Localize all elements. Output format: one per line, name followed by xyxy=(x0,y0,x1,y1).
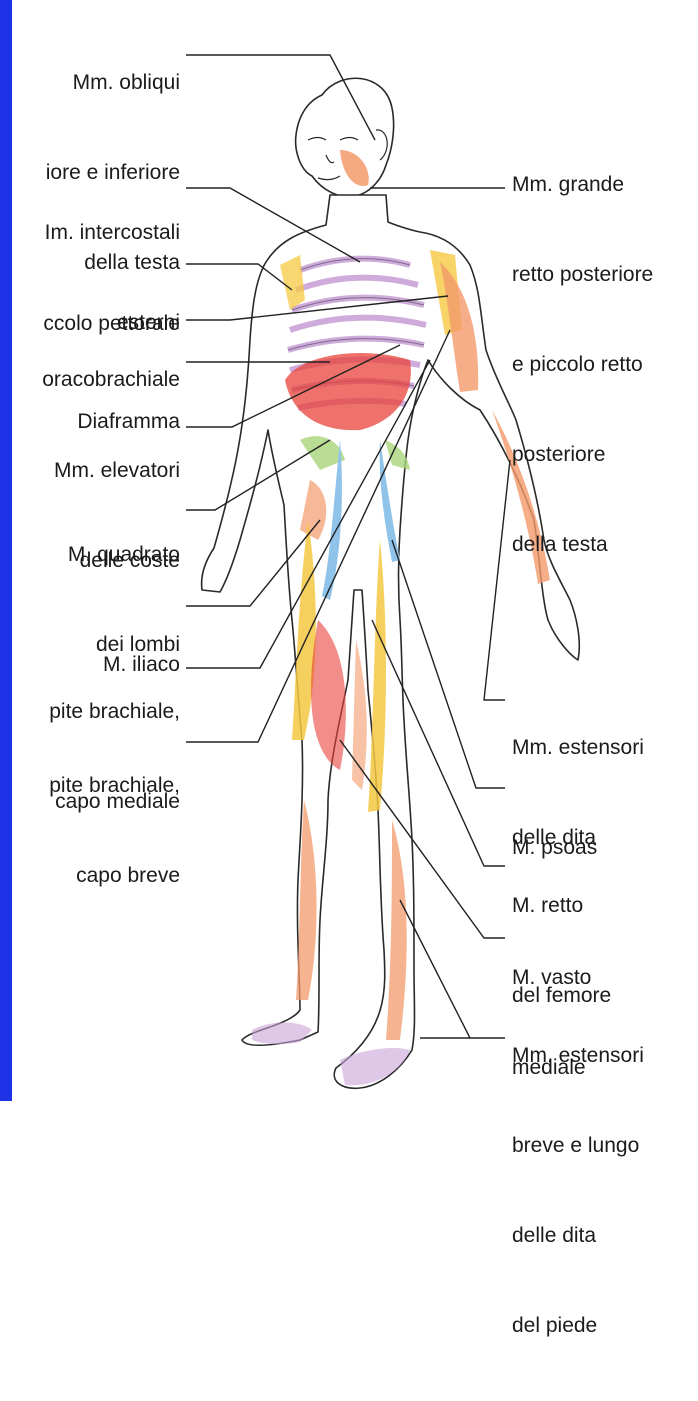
leader-estensori-piede-a xyxy=(400,900,505,1038)
label-line: Im. intercostali xyxy=(45,218,180,248)
label-line: capo breve xyxy=(49,861,180,891)
label-line: Mm. grande xyxy=(512,170,653,200)
label-line: pite brachiale, xyxy=(49,771,180,801)
label-brach-breve: pite brachiale, capo breve xyxy=(49,711,180,951)
label-line: del piede xyxy=(512,1311,644,1341)
label-line: Mm. estensori xyxy=(512,1041,644,1071)
label-line: della testa xyxy=(512,530,653,560)
label-line: M. quadrato xyxy=(68,540,180,570)
label-line: Mm. estensori xyxy=(512,733,644,763)
leader-vasto xyxy=(340,740,505,938)
label-line: e piccolo retto xyxy=(512,350,653,380)
label-retto-testa: Mm. grande retto posteriore e piccolo re… xyxy=(512,110,653,620)
label-line: breve e lungo xyxy=(512,1131,644,1161)
label-line: Mm. obliqui xyxy=(46,68,180,98)
leader-estensori-dita xyxy=(484,460,510,700)
label-line: retto posteriore xyxy=(512,260,653,290)
label-estensori-piede: Mm. estensori breve e lungo delle dita d… xyxy=(512,981,644,1401)
anatomy-figure: Mm. obliqui iore e inferiore della testa… xyxy=(0,0,698,1101)
foot-left xyxy=(252,1023,312,1045)
label-line: posteriore xyxy=(512,440,653,470)
label-line: delle dita xyxy=(512,1221,644,1251)
